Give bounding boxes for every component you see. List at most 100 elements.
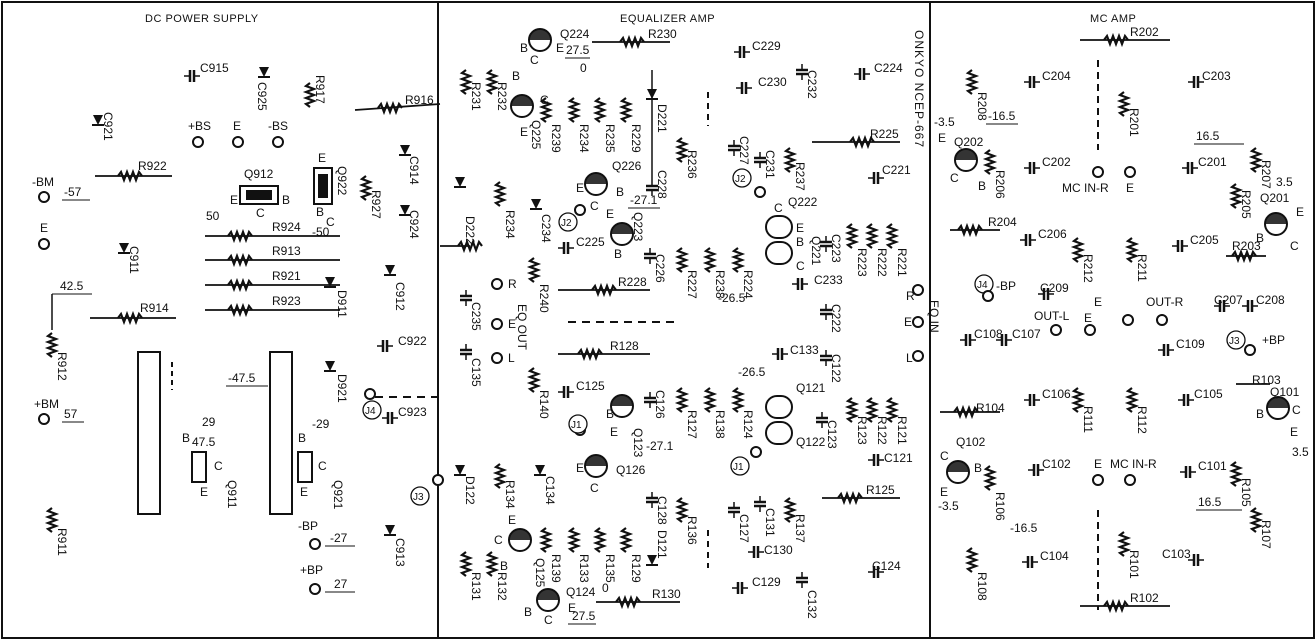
label-J4-mc: J4 [977,280,988,291]
label-16-5-bot-left: -16.5 [1010,521,1038,535]
part-D911: D911 [335,290,349,318]
part-R133: R133 [577,554,591,583]
part-R204: R204 [988,215,1017,229]
part-R923: R923 [272,294,301,308]
label-bm-plus-voltage: 57 [64,407,78,421]
part-C128: C128 [655,496,669,525]
part-R916: R916 [405,93,434,107]
part-C201: C201 [1198,155,1227,169]
part-C135: C135 [469,358,483,387]
label-e-mc-bot: E [1094,457,1102,471]
svg-text:B: B [500,559,508,573]
part-R205: R205 [1239,190,1253,219]
part-C234: C234 [539,214,553,243]
label-47-5n: -47.5 [228,371,256,385]
part-R228: R228 [618,275,647,289]
label-J4-power: J4 [365,406,376,417]
part-R206: R206 [993,170,1007,199]
label-3-5-top-right: 3.5 [1276,175,1293,189]
label-bp-plus-mc: +BP [1262,333,1285,347]
label-29: 29 [202,415,216,429]
svg-text:E: E [318,151,326,165]
part-R127: R127 [685,410,699,439]
part-C126: C126 [653,390,667,419]
equalizer-amp-title: EQUALIZER AMP [620,13,715,25]
part-C221: C221 [882,163,911,177]
part-C104: C104 [1040,549,1069,563]
part-C129: C129 [752,575,781,589]
part-D921: D921 [335,374,349,403]
part-C209: C209 [1040,281,1069,295]
part-C127: C127 [737,514,751,543]
svg-text:B: B [298,431,306,445]
label-3-5-bot-left: -3.5 [938,499,959,513]
label-bp-minus: -BP [298,519,318,533]
part-R917: R917 [313,75,327,104]
part-R914: R914 [140,301,169,315]
svg-text:B: B [978,179,986,193]
part-R135: R135 [603,554,617,583]
label-bm-minus-voltage: -57 [64,185,82,199]
label-J1-right: J1 [733,462,744,473]
label-bs-plus: +BS [188,119,211,133]
part-R924: R924 [272,220,301,234]
svg-text:E: E [938,131,946,145]
part-C207: C207 [1214,293,1243,307]
label-mc-in-r-top: MC IN-R [1062,181,1109,195]
part-D221: D221 [655,104,669,133]
svg-text:C: C [590,481,599,495]
part-R927: R927 [369,190,383,219]
svg-text:E: E [520,125,528,139]
part-R227: R227 [685,270,699,299]
part-C125: C125 [576,379,605,393]
svg-text:B: B [316,205,324,219]
label-42-5: 42.5 [60,279,84,293]
svg-text:B: B [524,605,532,619]
part-C204: C204 [1042,69,1071,83]
label-3-5-top: -3.5 [934,115,955,129]
power-supply-section: C915 C925 R917 C921 R916 +BS E -BS C914 … [32,61,484,595]
part-Q124: Q124 [566,585,596,599]
part-R102: R102 [1130,591,1159,605]
label-e-mc-top: E [1126,181,1134,195]
part-R225: R225 [870,127,899,141]
part-C913: C913 [393,538,407,567]
part-C223: C223 [829,234,843,263]
label-bp-plus: +BP [300,563,323,577]
label-eq-out-e: E [508,317,516,331]
part-R136: R136 [685,516,699,545]
part-R239: R239 [549,124,563,153]
part-C133: C133 [790,343,819,357]
label-27-5-bot: 27.5 [572,609,596,623]
svg-text:C: C [256,206,265,220]
svg-text:E: E [1296,205,1304,219]
label-27-1-top: -27.1 [630,193,658,207]
label-3-5-bot-right: 3.5 [1292,445,1309,459]
part-D121: D121 [655,530,669,559]
part-R134: R134 [503,480,517,509]
part-R101: R101 [1127,550,1141,579]
part-C921: C921 [101,112,115,141]
svg-text:E: E [200,485,208,499]
part-R240: R240 [537,284,551,313]
part-R124: R124 [741,410,755,439]
part-C228: C228 [655,170,669,199]
part-Q221: Q221 [809,236,823,266]
part-D122: D122 [463,476,477,505]
part-Q126: Q126 [616,463,646,477]
part-C103: C103 [1162,547,1191,561]
part-R106: R106 [993,492,1007,521]
label-J1-left: J1 [571,420,582,431]
part-C105: C105 [1194,387,1223,401]
label-J3-power: J3 [413,492,424,503]
svg-text:E: E [796,221,804,235]
part-C208: C208 [1256,293,1285,307]
part-C227: C227 [737,136,751,165]
part-R104: R104 [976,401,1005,415]
part-R212: R212 [1081,254,1095,283]
svg-text:E: E [606,207,614,221]
part-R235: R235 [603,124,617,153]
part-Q202: Q202 [954,135,984,149]
part-R201: R201 [1127,108,1141,137]
